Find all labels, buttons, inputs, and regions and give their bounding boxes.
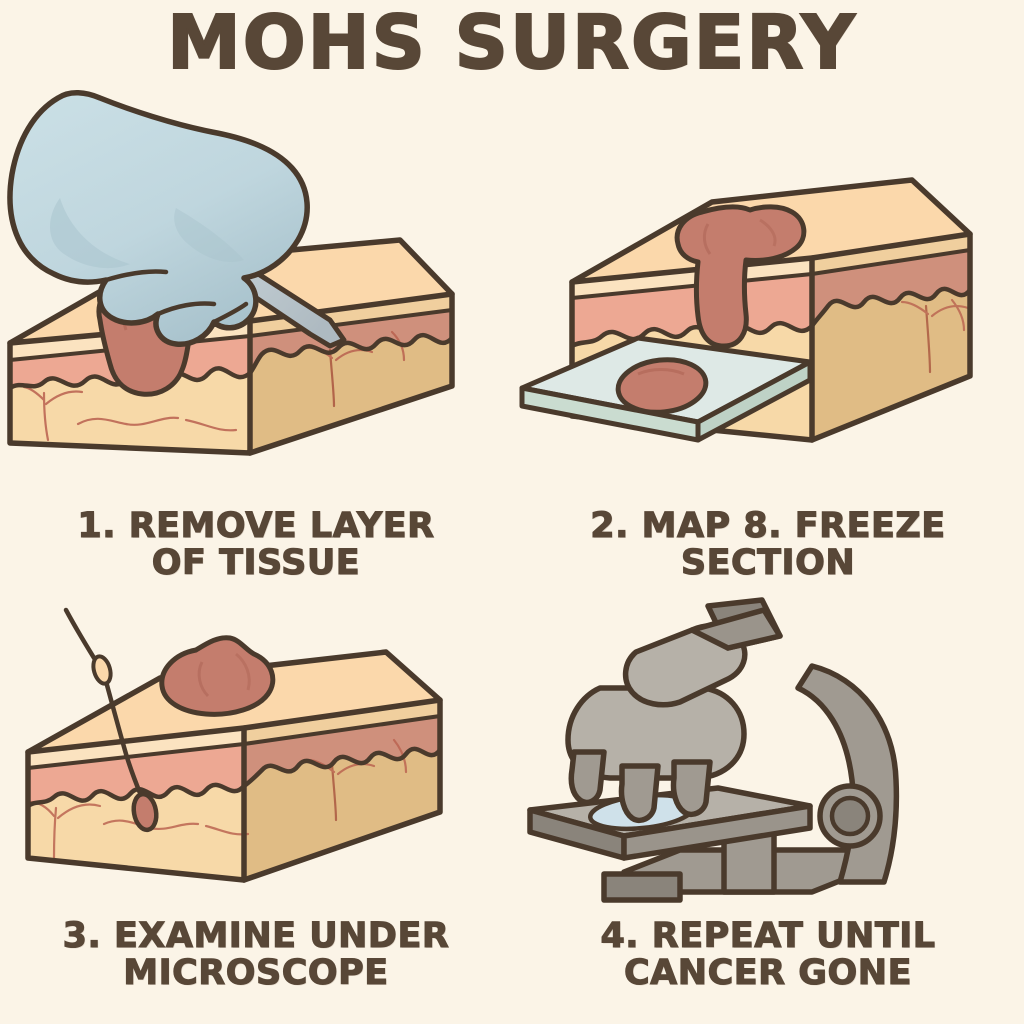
microscope-drawing — [527, 597, 900, 903]
step-2-illustration — [512, 150, 1024, 510]
step-3-illustration — [0, 600, 512, 920]
objective-lens-left — [568, 749, 607, 806]
microscope-stage-side — [621, 803, 813, 861]
page-title: MOHS SURGERY — [166, 0, 857, 86]
objective-lens-right — [670, 759, 713, 818]
microscope — [527, 597, 900, 903]
focus-knob-inner — [829, 795, 871, 837]
objective-lens-center — [618, 763, 661, 824]
step-4-illustration — [512, 597, 1024, 920]
step-4-caption: 4. REPEAT UNTIL CANCER GONE — [600, 916, 936, 994]
gloved-hand-1 — [7, 90, 310, 347]
tumor-2 — [674, 204, 807, 349]
step-2-caption: 2. MAP 8. FREEZE SECTION — [590, 506, 946, 584]
examine-under-microscope-drawing — [25, 607, 443, 883]
step-1-illustration — [0, 88, 512, 518]
microscope-base-block — [601, 871, 683, 903]
glass-slide-2 — [519, 335, 813, 443]
tumor-3 — [159, 635, 276, 717]
remove-layer-of-tissue-drawing — [7, 90, 455, 456]
step-3-caption: 3. EXAMINE UNDER MICROSCOPE — [62, 916, 450, 994]
step-1-caption: 1. REMOVE LAYER OF TISSUE — [77, 506, 435, 584]
hair-follicle — [101, 671, 159, 833]
map-and-freeze-section-drawing — [519, 177, 973, 443]
eyepiece-neck — [689, 607, 783, 651]
